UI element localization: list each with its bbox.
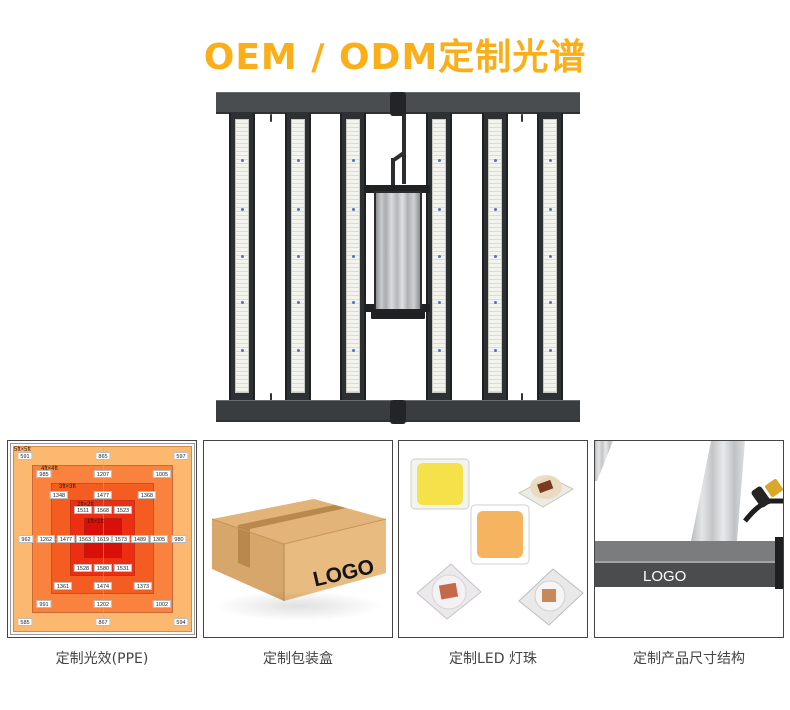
ppfd-value: 1619 xyxy=(93,535,113,543)
led-strip xyxy=(426,113,452,401)
bottom-hinge xyxy=(390,400,406,424)
ppfd-value: 1477 xyxy=(56,535,76,543)
led-strip xyxy=(229,113,255,401)
driver-mount xyxy=(366,185,430,193)
top-rail-left xyxy=(216,92,392,114)
ppfd-value: 594 xyxy=(173,618,189,626)
power-cable xyxy=(402,114,406,184)
fixture-closeup-image: LOGO xyxy=(595,441,783,589)
ppfd-value: 865 xyxy=(95,452,111,460)
structure-logo-text: LOGO xyxy=(643,568,686,585)
ppfd-value: 585 xyxy=(17,618,33,626)
ppfd-value: 1207 xyxy=(93,470,113,478)
ppfd-value: 1528 xyxy=(73,564,93,572)
zone-label: 2ft×2ft xyxy=(77,502,94,508)
structure-panel[interactable]: LOGO xyxy=(594,440,784,638)
box-panel[interactable]: LOGO xyxy=(203,440,393,638)
ppfd-value: 991 xyxy=(36,600,52,608)
ppfd-value: 1361 xyxy=(53,582,73,590)
zone-label: 5ft×5ft xyxy=(14,447,31,453)
ppfd-value: 1005 xyxy=(152,470,172,478)
led-strip xyxy=(537,113,563,401)
ppfd-value: 597 xyxy=(173,452,189,460)
caption-led: 定制LED 灯珠 xyxy=(449,651,537,667)
led-chips-image xyxy=(410,458,584,626)
ppfd-value: 1563 xyxy=(75,535,95,543)
led-panel[interactable] xyxy=(398,440,588,638)
led-strip xyxy=(482,113,508,401)
ppfd-value: 980 xyxy=(171,535,187,543)
caption-ppe: 定制光效(PPE) xyxy=(55,651,149,667)
top-hinge xyxy=(390,92,406,116)
ppfd-value: 591 xyxy=(17,452,33,460)
ppfd-value: 1580 xyxy=(93,564,113,572)
zone-label: 4ft×4ft xyxy=(41,466,58,472)
ppfd-value: 1511 xyxy=(74,506,92,514)
ppfd-value: 1568 xyxy=(93,506,113,514)
ppfd-value: 1368 xyxy=(137,491,157,499)
bottom-rail-right xyxy=(404,400,580,422)
top-rail-right xyxy=(404,92,580,114)
bottom-rail-left xyxy=(216,400,392,422)
ppfd-value: 1002 xyxy=(152,600,172,608)
ppfd-value: 1477 xyxy=(93,491,113,499)
led-strip xyxy=(340,113,366,401)
grow-light-product-image xyxy=(214,88,586,424)
ppfd-value: 1523 xyxy=(113,506,133,514)
caption-structure: 定制产品尺寸结构 xyxy=(633,651,745,667)
ppfd-value: 1262 xyxy=(36,535,56,543)
caption-box: 定制包装盒 xyxy=(263,651,333,667)
ppfd-value: 962 xyxy=(18,535,34,543)
ppfd-value: 1573 xyxy=(111,535,131,543)
led-driver xyxy=(374,191,422,311)
packaging-box-image: LOGO xyxy=(211,499,387,601)
ppfd-value: 1474 xyxy=(93,582,113,590)
ppfd-value: 1202 xyxy=(93,600,113,608)
page-title: OEM / ODM定制光谱 xyxy=(203,37,587,78)
ppfd-value: 1348 xyxy=(49,491,69,499)
ppfd-value: 1305 xyxy=(149,535,169,543)
zone-label: 1ft×1ft xyxy=(87,519,104,525)
ppfd-value: 867 xyxy=(95,618,111,626)
led-strip xyxy=(285,113,311,401)
ppfd-value: 1373 xyxy=(133,582,153,590)
ppfd-value: 1489 xyxy=(130,535,150,543)
ppfd-value: 1531 xyxy=(113,564,133,572)
zone-label: 3ft×3ft xyxy=(59,484,76,490)
ppfd-value: 985 xyxy=(36,470,52,478)
